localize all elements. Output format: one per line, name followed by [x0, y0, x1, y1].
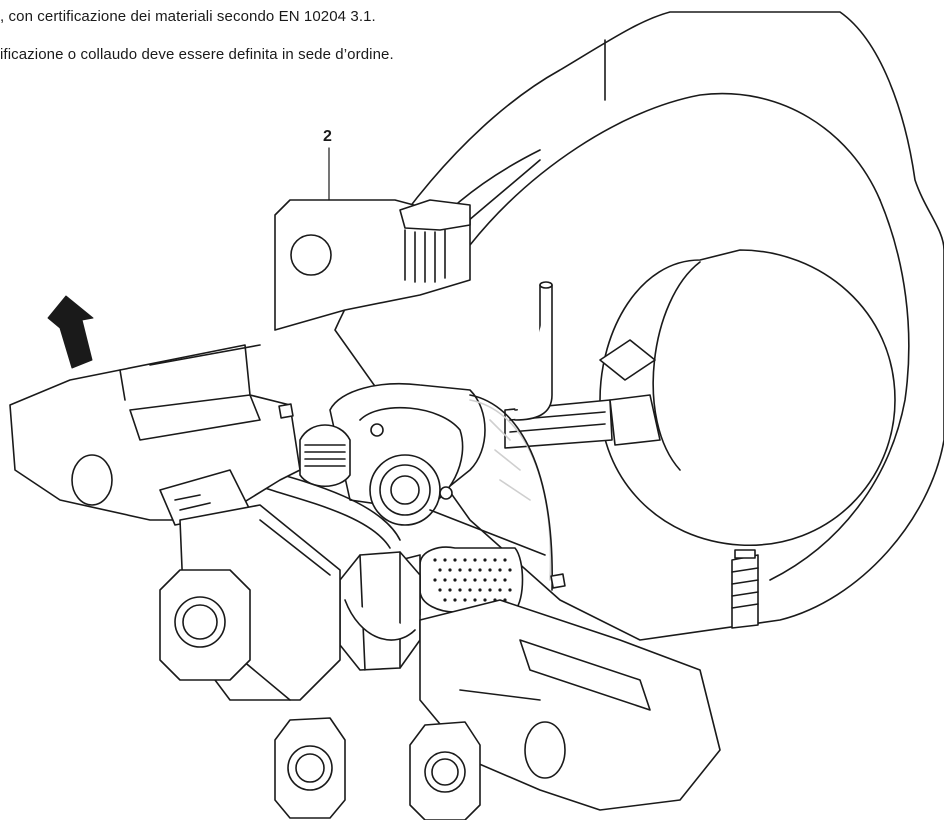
flow-direction-arrow [47, 295, 94, 369]
note-line-1: , con certificazione dei materiali secon… [0, 8, 376, 25]
note-line-2: ificazione o collaudo deve essere defini… [0, 46, 394, 63]
rod [429, 509, 546, 556]
bolt-nut-bottom-right [409, 721, 481, 820]
float-ball [599, 249, 896, 546]
left-flange-bar [9, 344, 301, 526]
cap-nut [339, 551, 421, 671]
callout-2: 2 [323, 128, 332, 145]
right-flange-bar [419, 573, 721, 811]
float-lever [504, 339, 661, 449]
bolt-nut-bottom-left [274, 717, 346, 819]
bolt-nut-left [159, 569, 251, 681]
vent-tube [514, 281, 553, 421]
drain-plug [731, 549, 759, 629]
valve-mechanism [264, 382, 486, 549]
upper-flange [274, 199, 471, 331]
